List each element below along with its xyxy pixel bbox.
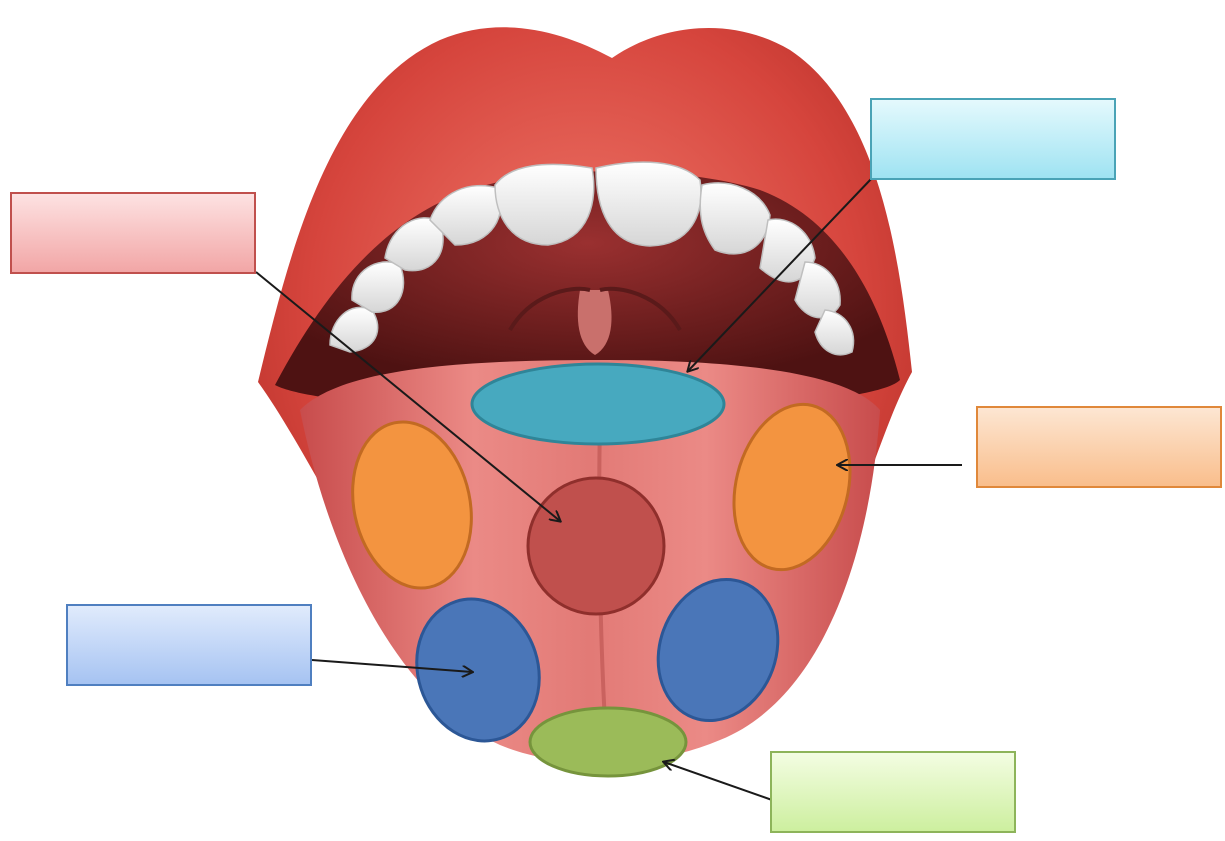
label-box-blue[interactable] — [66, 604, 312, 686]
label-box-red[interactable] — [10, 192, 256, 274]
label-box-orange[interactable] — [976, 406, 1222, 488]
zone-tip-green — [530, 708, 686, 776]
arrow-green — [664, 762, 772, 800]
zone-back-cyan — [472, 364, 724, 444]
zone-center-red — [528, 478, 664, 614]
label-box-green[interactable] — [770, 751, 1016, 833]
label-box-cyan[interactable] — [870, 98, 1116, 180]
